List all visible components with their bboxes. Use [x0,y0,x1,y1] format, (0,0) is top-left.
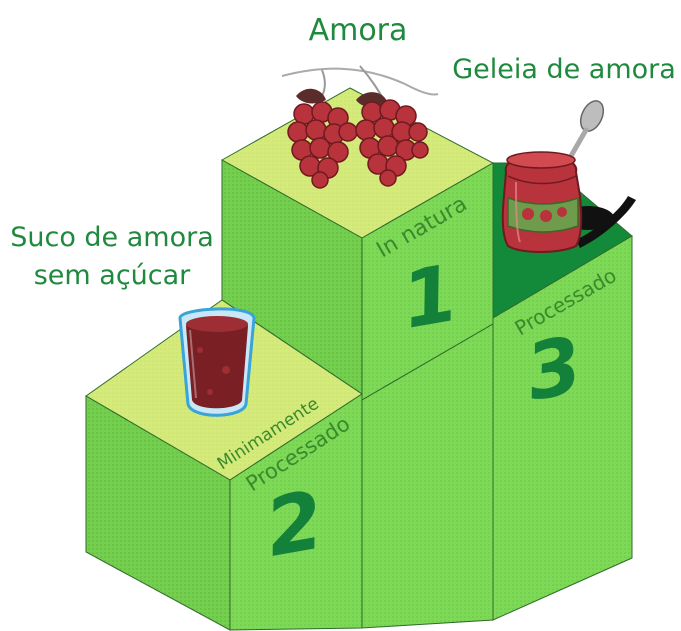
jam-jar-icon [501,100,636,253]
second-place-label-line2: sem açúcar [34,260,191,291]
step-third [361,162,633,629]
step-second-front-face [229,393,363,631]
juice-glass-icon [178,307,256,417]
blackberry-icon [281,65,439,189]
third-place-label: Geleia de amora [452,54,676,85]
first-place-label: Amora [309,13,408,48]
second-place-label-line1: Suco de amora [10,222,214,253]
